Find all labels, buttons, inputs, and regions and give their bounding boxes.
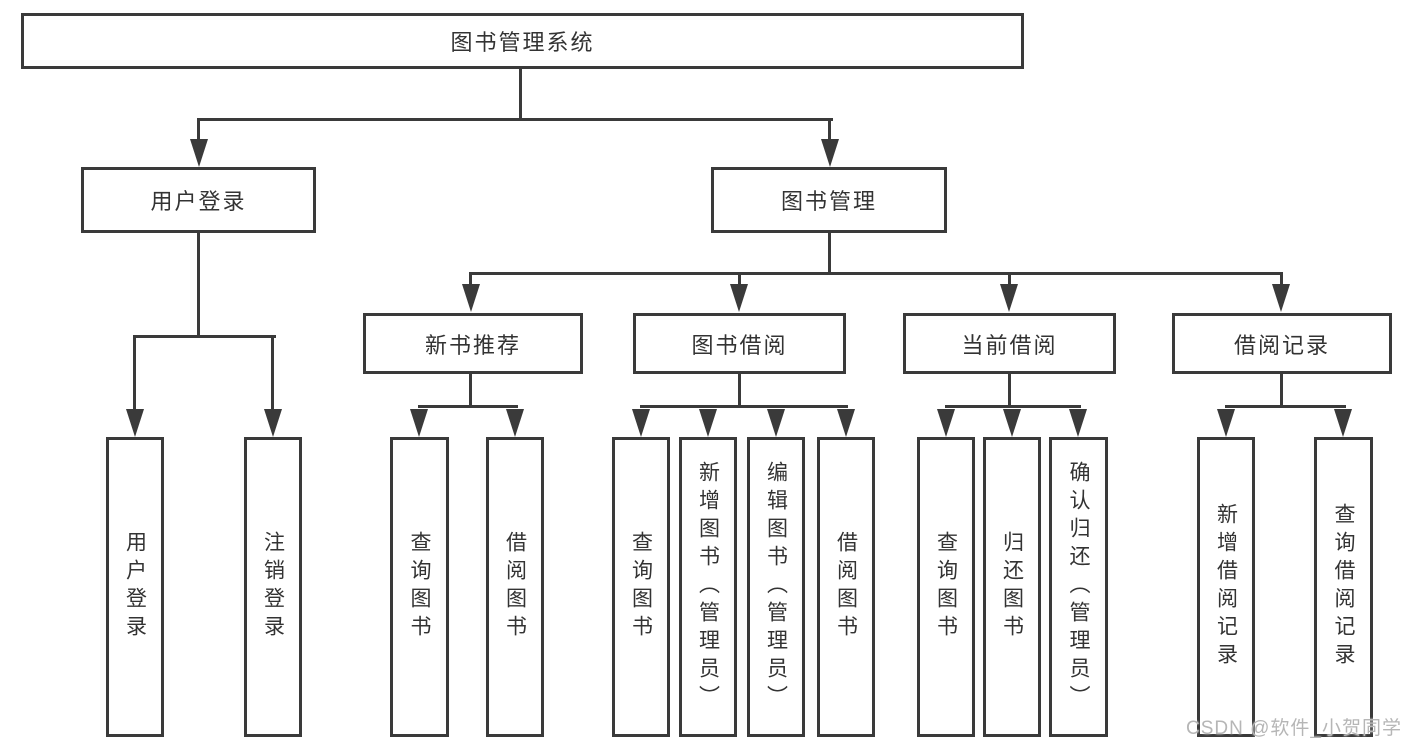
connector-line [469, 374, 472, 408]
connector-line [133, 335, 276, 338]
connector-line [418, 405, 518, 408]
connector-line [469, 272, 1283, 275]
connector-line [197, 118, 200, 142]
node-label: 新书推荐 [424, 332, 521, 358]
connector-line [133, 335, 136, 411]
leaf-user-login: 用户登录 [106, 437, 164, 737]
arrowhead-down [264, 409, 282, 437]
leaf-label: 用户登录 [123, 531, 147, 643]
leaf-label: 借阅图书 [834, 531, 858, 643]
arrowhead-down [1003, 409, 1021, 437]
node-new-book-recommendation: 新书推荐 [363, 313, 583, 374]
leaf-label: 新增图书（管理员） [696, 461, 720, 713]
connector-line [469, 272, 472, 286]
node-user-login: 用户登录 [81, 167, 316, 233]
leaf-query-books: 查询图书 [390, 437, 449, 737]
leaf-label: 查询图书 [629, 531, 653, 643]
leaf-label: 新增借阅记录 [1214, 503, 1238, 671]
arrowhead-down [1334, 409, 1352, 437]
leaf-add-book-admin: 新增图书（管理员） [679, 437, 737, 737]
connector-line [1280, 272, 1283, 286]
leaf-label: 查询图书 [934, 531, 958, 643]
connector-line [828, 118, 831, 142]
arrowhead-down [632, 409, 650, 437]
connector-line [1225, 405, 1346, 408]
node-label: 图书管理系统 [450, 30, 595, 55]
arrowhead-down [837, 409, 855, 437]
arrowhead-down [126, 409, 144, 437]
arrowhead-down [1272, 284, 1290, 312]
node-library-management-system: 图书管理系统 [21, 13, 1024, 69]
connector-line [519, 69, 522, 121]
connector-line [271, 335, 274, 411]
connector-line [640, 405, 848, 408]
arrowhead-down [462, 284, 480, 312]
leaf-label: 查询借阅记录 [1332, 503, 1355, 671]
leaf-query-borrow-record: 查询借阅记录 [1314, 437, 1373, 737]
leaf-query-books: 查询图书 [612, 437, 670, 737]
connector-line [738, 374, 741, 408]
node-label: 借阅记录 [1233, 332, 1330, 358]
leaf-logout: 注销登录 [244, 437, 302, 737]
leaf-add-borrow-record: 新增借阅记录 [1197, 437, 1255, 737]
node-book-management: 图书管理 [711, 167, 947, 233]
arrowhead-down [1069, 409, 1087, 437]
node-label: 图书管理 [780, 189, 877, 214]
arrowhead-down [410, 409, 428, 437]
node-label: 用户登录 [150, 189, 247, 214]
leaf-edit-book-admin: 编辑图书（管理员） [747, 437, 805, 737]
arrowhead-down [190, 139, 208, 167]
connector-line [197, 233, 200, 337]
leaf-label: 编辑图书（管理员） [764, 461, 788, 713]
leaf-query-books: 查询图书 [917, 437, 975, 737]
leaf-label: 确认归还（管理员） [1067, 461, 1090, 713]
connector-line [197, 118, 833, 121]
leaf-borrow-books: 借阅图书 [486, 437, 544, 737]
leaf-borrow-books: 借阅图书 [817, 437, 875, 737]
leaf-label: 注销登录 [261, 531, 285, 643]
arrowhead-down [730, 284, 748, 312]
leaf-label: 借阅图书 [503, 531, 527, 643]
node-current-borrowing: 当前借阅 [903, 313, 1116, 374]
arrowhead-down [767, 409, 785, 437]
arrowhead-down [699, 409, 717, 437]
leaf-return-books: 归还图书 [983, 437, 1041, 737]
leaf-label: 查询图书 [408, 531, 431, 643]
node-book-borrowing: 图书借阅 [633, 313, 846, 374]
leaf-confirm-return-admin: 确认归还（管理员） [1049, 437, 1108, 737]
connector-line [1280, 374, 1283, 408]
connector-line [945, 405, 1081, 408]
leaf-label: 归还图书 [1000, 531, 1024, 643]
arrowhead-down [1217, 409, 1235, 437]
connector-line [1008, 272, 1011, 286]
node-label: 图书借阅 [691, 332, 788, 358]
arrowhead-down [1000, 284, 1018, 312]
arrowhead-down [937, 409, 955, 437]
connector-line [1008, 374, 1011, 408]
connector-line [828, 233, 831, 275]
arrowhead-down [821, 139, 839, 167]
connector-line [738, 272, 741, 286]
node-label: 当前借阅 [961, 332, 1058, 358]
node-borrow-records: 借阅记录 [1172, 313, 1392, 374]
csdn-watermark: CSDN @软件_小贺同学 [1186, 718, 1402, 739]
arrowhead-down [506, 409, 524, 437]
